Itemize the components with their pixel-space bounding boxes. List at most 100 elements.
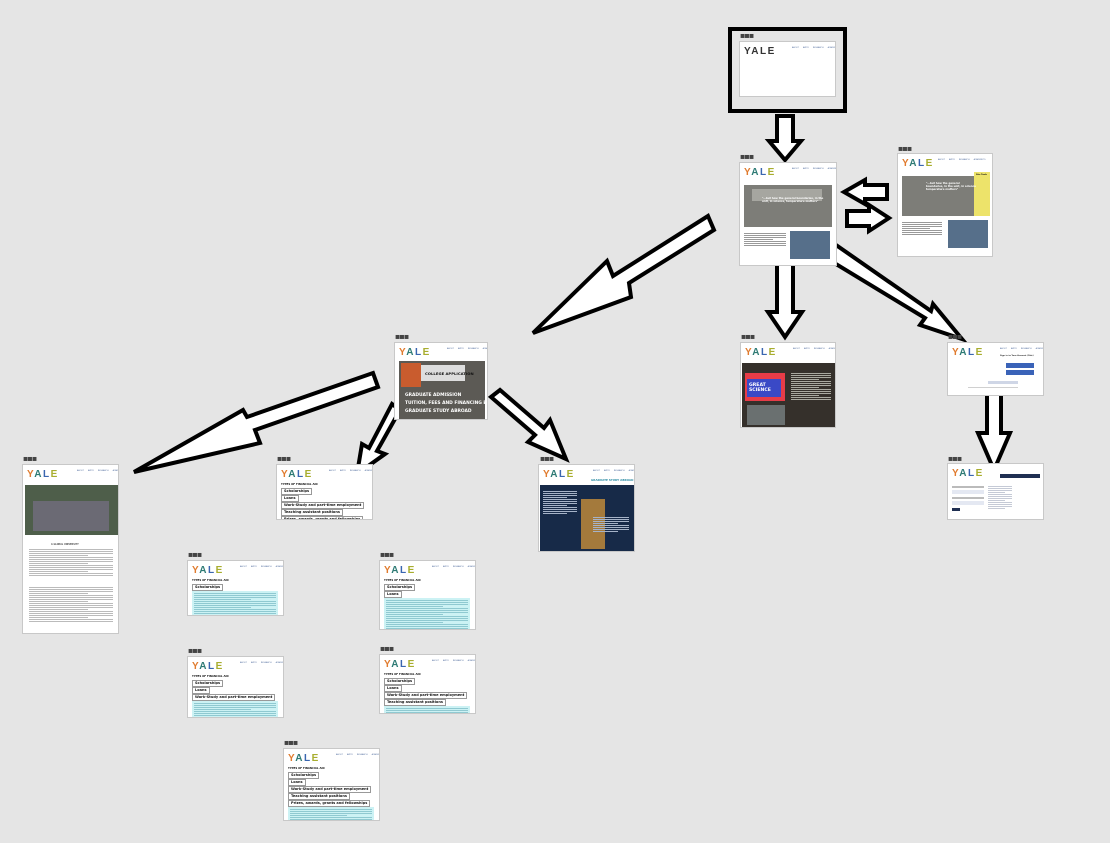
nav-link[interactable]: ACADEMICS	[828, 348, 835, 350]
nav-link[interactable]: ACADEMICS	[628, 470, 635, 472]
nav-link[interactable]: APPLY	[1010, 348, 1017, 350]
admissions-menu-icon: ▪▪▪	[395, 332, 409, 341]
nav-link[interactable]: RESEARCH	[260, 566, 272, 568]
nav-link[interactable]: APPLY	[87, 470, 94, 472]
nav-link[interactable]: RESEARCH	[1020, 348, 1032, 350]
nav-link[interactable]: APPLY	[457, 348, 464, 350]
financial-aid-item[interactable]: Loans	[384, 591, 402, 598]
text-line	[791, 373, 831, 374]
financial-aid-item[interactable]: Loans	[281, 495, 299, 502]
nav-link[interactable]: ACADEMICS	[275, 566, 284, 568]
nav-link[interactable]: RESEARCH	[349, 470, 361, 472]
nav-link[interactable]: ACADEMICS	[467, 660, 476, 662]
nav-link[interactable]: APPLY	[802, 168, 809, 170]
nav-link[interactable]: ACADEMICS	[973, 159, 986, 161]
nav-link[interactable]: RESEARCH	[613, 470, 625, 472]
nav-link[interactable]: ACADEMICS	[275, 662, 284, 664]
nav-link[interactable]: ABOUT	[792, 47, 799, 49]
financial-aid-item[interactable]: Scholarships	[192, 584, 224, 591]
nav-link[interactable]: RESEARCH	[812, 168, 824, 170]
financial-aid-item[interactable]: Work-Study and part-time employment	[288, 786, 372, 793]
nav-link[interactable]: APPLY	[948, 159, 955, 161]
financial-aid-item[interactable]: Work-Study and part-time employment	[384, 692, 468, 699]
nav-link[interactable]: ACADEMICS	[1035, 348, 1044, 350]
nav-link[interactable]: RESEARCH	[97, 470, 109, 472]
text-line	[791, 399, 831, 400]
financial-aid-item[interactable]: Scholarships	[192, 680, 224, 687]
admissions-link[interactable]: GRADUATE STUDY ABROAD	[405, 409, 472, 414]
financial-aid-item[interactable]: Work-Study and part-time employment	[192, 694, 276, 701]
text-line	[386, 620, 468, 621]
nav-link[interactable]: ABOUT	[329, 470, 336, 472]
nav-link[interactable]: APPLY	[442, 660, 449, 662]
nav-link[interactable]: APPLY	[339, 470, 346, 472]
nav-link[interactable]: APPLY	[346, 754, 353, 756]
financial-aid-item[interactable]: Teaching assistant positions	[384, 699, 446, 706]
nav-link[interactable]: APPLY	[803, 348, 810, 350]
nav-link[interactable]: APPLY	[250, 662, 257, 664]
financial-aid-item[interactable]: Work-Study and part-time employment	[281, 502, 365, 509]
site-tools-chip[interactable]: Site Tools	[976, 174, 987, 176]
financial-aid-item[interactable]: Prizes, awards, grants and fellowships	[281, 516, 364, 519]
nav-link[interactable]: RESEARCH	[813, 348, 825, 350]
nav-link[interactable]: RESEARCH	[452, 566, 464, 568]
nav-link[interactable]: RESEARCH	[452, 660, 464, 662]
yale-logo: YALE	[27, 469, 59, 480]
nav-link[interactable]: ACADEMICS	[371, 754, 380, 756]
nav-link[interactable]: APPLY	[250, 566, 257, 568]
nav-link[interactable]: ACADEMICS	[827, 168, 837, 170]
nav-link[interactable]: ABOUT	[432, 566, 439, 568]
financial-aid-item[interactable]: Loans	[192, 687, 210, 694]
nav-link[interactable]: APPLY	[603, 470, 610, 472]
nav-link[interactable]: ABOUT	[447, 348, 454, 350]
nav-link[interactable]: APPLY	[442, 566, 449, 568]
nav-link[interactable]: ABOUT	[1000, 348, 1007, 350]
financial-aid-item[interactable]: Scholarships	[288, 772, 320, 779]
financial-aid-item[interactable]: Scholarships	[384, 678, 416, 685]
text-line	[29, 597, 113, 598]
arrow-signin-to-form	[974, 390, 1014, 476]
nav-link[interactable]: ABOUT	[792, 168, 799, 170]
financial-aid-item[interactable]: Prizes, awards, grants and fellowships	[288, 800, 371, 807]
admissions-link[interactable]: TUITION, FEES AND FINANCING EDUCATION	[405, 401, 487, 406]
news-menu-icon: ▪▪▪	[741, 332, 755, 341]
financial-aid-item[interactable]: Scholarships	[384, 584, 416, 591]
logo-letter: E	[767, 167, 776, 178]
text-line	[593, 517, 629, 518]
nav-link[interactable]: ACADEMICS	[467, 566, 476, 568]
nav-link[interactable]: ABOUT	[240, 566, 247, 568]
logo-letter: E	[50, 469, 59, 480]
nav-link[interactable]: RESEARCH	[260, 662, 272, 664]
text-line	[386, 612, 468, 613]
nav-link[interactable]: ABOUT	[77, 470, 84, 472]
nav-link[interactable]: ACADEMICS	[112, 470, 119, 472]
text-line	[29, 569, 113, 570]
financial-aid-item[interactable]: Loans	[384, 685, 402, 692]
text-line	[29, 553, 113, 554]
admissions-link[interactable]: GRADUATE ADMISSION	[405, 393, 462, 398]
financial-aid-item[interactable]: Teaching assistant positions	[281, 509, 343, 516]
nav-link[interactable]: ABOUT	[593, 470, 600, 472]
nav-link[interactable]: ACADEMICS	[482, 348, 488, 350]
nav-link[interactable]: RESEARCH	[356, 754, 368, 756]
nav-link[interactable]: ACADEMICS	[364, 470, 373, 472]
nav-link[interactable]: ABOUT	[938, 159, 945, 161]
nav-link[interactable]: ABOUT	[432, 660, 439, 662]
nav-link[interactable]: RESEARCH	[467, 348, 479, 350]
nav-link[interactable]: APPLY	[802, 47, 809, 49]
nav-link[interactable]: RESEARCH	[958, 159, 970, 161]
financial-aid-item[interactable]: Teaching assistant positions	[288, 793, 350, 800]
logo-letter: E	[566, 469, 575, 480]
nav-link[interactable]: ABOUT	[336, 754, 343, 756]
nav-link[interactable]: ABOUT	[793, 348, 800, 350]
logo-letter: Y	[952, 347, 960, 358]
financial-aid-item[interactable]: Scholarships	[281, 488, 313, 495]
nav-link[interactable]: RESEARCH	[812, 47, 824, 49]
nav-link[interactable]: ABOUT	[240, 662, 247, 664]
financial-aid-item[interactable]: Loans	[288, 779, 306, 786]
nav-link[interactable]: ACADEMICS	[827, 47, 836, 49]
